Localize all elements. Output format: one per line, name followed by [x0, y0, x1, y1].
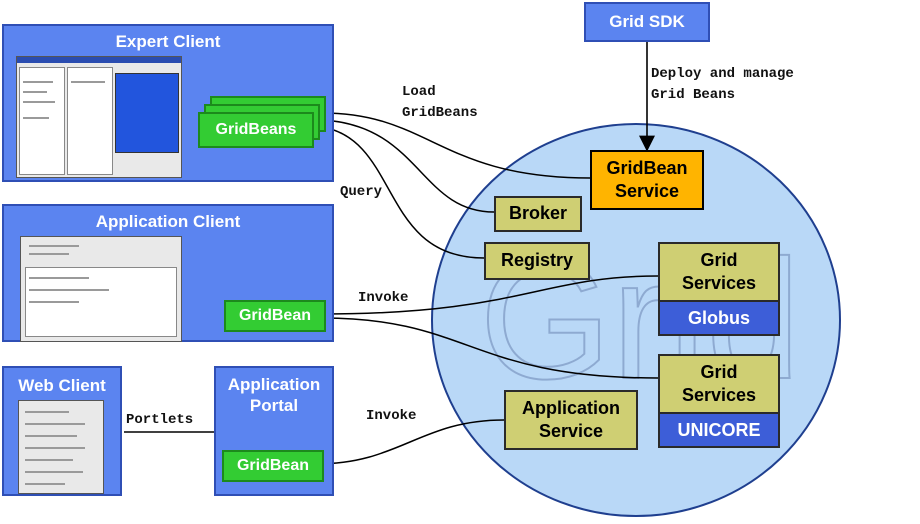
- line-invoke-app-service: [315, 419, 505, 465]
- line-registry: [321, 126, 485, 259]
- line-invoke-globus: [321, 275, 659, 315]
- gridbean-service-box: GridBean Service: [590, 150, 704, 210]
- broker-box: Broker: [494, 196, 582, 232]
- application-gridbean-box: GridBean: [224, 300, 326, 332]
- grid-sdk-box: Grid SDK: [584, 2, 710, 42]
- edge-label-invoke-1: Invoke: [358, 290, 409, 306]
- edge-label-load: Load GridBeans: [402, 84, 478, 121]
- portal-gridbean-label: GridBean: [236, 457, 309, 474]
- globus-label: Globus: [658, 300, 780, 336]
- line-invoke-unicore: [321, 317, 659, 379]
- line-load-gridbeans: [321, 112, 591, 179]
- gridbeans-label: GridBeans: [215, 121, 297, 138]
- application-service-box: Application Service: [504, 390, 638, 450]
- expert-client-title: Expert Client: [115, 32, 221, 51]
- edge-label-invoke-2: Invoke: [366, 408, 417, 424]
- gridbeans-box: GridBeans: [198, 112, 314, 148]
- web-client-title: Web Client: [18, 376, 106, 395]
- application-portal-title: Application Portal: [227, 375, 321, 416]
- application-portal-panel: Application Portal GridBean: [214, 366, 334, 496]
- unicore-label: UNICORE: [658, 412, 780, 448]
- edge-label-query: Query: [340, 184, 383, 200]
- application-gridbean-label: GridBean: [238, 307, 311, 324]
- sdk-note: Deploy and manage Grid Beans: [651, 66, 794, 103]
- expert-client-panel: Expert Client GridBeans: [2, 24, 334, 182]
- portal-gridbean-box: GridBean: [222, 450, 324, 482]
- application-client-title: Application Client: [95, 212, 241, 231]
- web-client-panel: Web Client: [2, 366, 122, 496]
- registry-box: Registry: [484, 242, 590, 280]
- web-client-screenshot: [18, 400, 104, 494]
- grid-services-globus-box: Grid Services: [658, 242, 780, 302]
- grid-sdk-title: Grid SDK: [609, 12, 685, 31]
- grid-services-unicore-box: Grid Services: [658, 354, 780, 414]
- application-client-panel: Application Client GridBean: [2, 204, 334, 342]
- line-broker: [321, 119, 495, 213]
- expert-client-screenshot: [16, 56, 182, 178]
- application-client-screenshot: [20, 236, 182, 342]
- edge-label-portlets: Portlets: [126, 412, 194, 428]
